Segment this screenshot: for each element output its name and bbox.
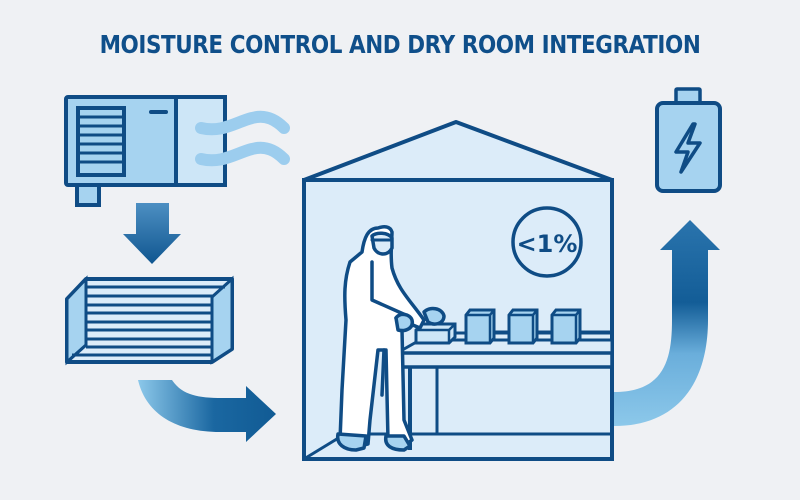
workbench-icon: [391, 338, 614, 450]
battery-charging-icon: [655, 87, 722, 193]
airflow-waves-icon: [195, 110, 290, 167]
humidity-badge: <1%: [511, 206, 583, 278]
arrow-down-icon: [123, 203, 181, 264]
desiccant-filter-icon: [65, 275, 234, 366]
page-title: MOISTURE CONTROL AND DRY ROOM INTEGRATIO…: [99, 30, 701, 59]
arrow-curved-up-icon: [614, 220, 720, 426]
battery-cell-boxes-icon: [414, 308, 612, 345]
svg-text:<1%: <1%: [517, 230, 578, 258]
air-handling-unit-icon: [64, 95, 227, 207]
arrow-curved-right-icon: [138, 380, 276, 442]
cleanroom-worker-icon: [335, 225, 446, 452]
